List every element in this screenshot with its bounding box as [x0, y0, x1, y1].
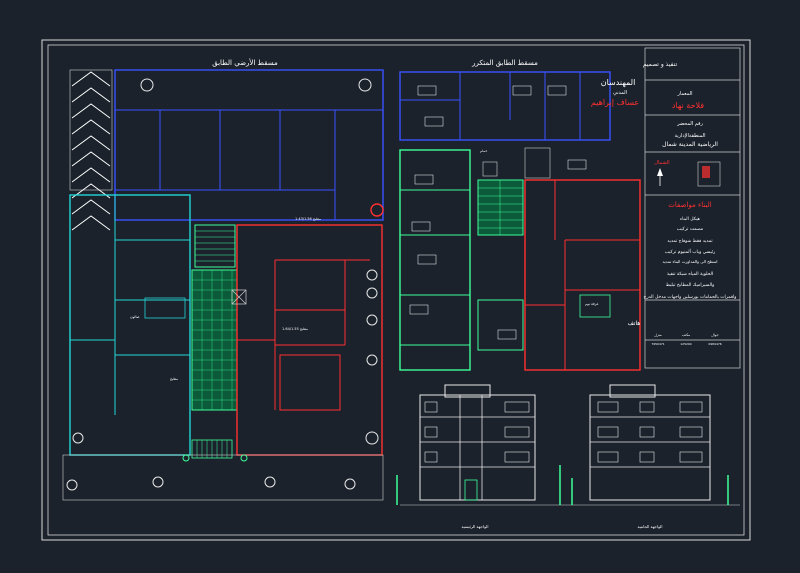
- tb-spec-line-5: اسطح الى والمداورت البناء تمديد: [662, 259, 717, 264]
- tb-city: الرياضية المدينة شمال: [662, 141, 718, 148]
- sheet-border-inner: [47, 44, 745, 536]
- tb-engineer: المهندسان: [601, 78, 636, 87]
- front-elevation[interactable]: الواجهة الرئيسية: [419, 384, 536, 529]
- tb-phone-h3: جوال: [711, 333, 719, 337]
- typical-floor-plan[interactable]: مسقط الطابق المتكرر: [399, 59, 641, 371]
- tb-spec-line-6: الحلوية المياه شبكة تنفيذ: [667, 271, 713, 277]
- tb-architect: المعمار: [676, 91, 692, 97]
- front-elevation-title: الواجهة الرئيسية: [461, 524, 488, 529]
- tb-spec-line-2: مصمت تركيب: [677, 226, 704, 232]
- ground-plan-title: مسقط الأرضي الطابق: [212, 58, 278, 67]
- ground-room-kitchen: مطبخ: [170, 377, 178, 381]
- tb-plot-no: رقم المحضر: [676, 121, 703, 127]
- tb-phone-label: هاتف: [628, 320, 641, 327]
- tb-zone: المنطقةالإدارية: [675, 133, 706, 139]
- tb-design: تنفيذ و تصميم: [643, 61, 678, 68]
- tb-spec-line-4: رئيسي وباب ألمنيوم تركيب: [665, 248, 716, 255]
- typical-stair: [477, 179, 524, 351]
- title-block[interactable]: تنفيذ و تصميم المهندسان المدني عساف إبرا…: [591, 47, 741, 369]
- tb-phone-v3: 0984476: [708, 342, 721, 346]
- ground-area-label-a: مطبخ 1.43/1.56: [295, 217, 321, 221]
- tb-note: واقمرات بالحمامات بورسلين واجهات مدخل ال…: [644, 295, 737, 300]
- key-plan: [697, 161, 721, 187]
- tb-phone-h2: مكتب: [682, 333, 690, 337]
- typical-room-bedroom: غرفة نوم: [585, 302, 599, 307]
- tb-architect-name: فلاحة نهاد: [672, 101, 704, 110]
- typical-plan-title: مسقط الطابق المتكرر: [471, 59, 538, 67]
- tb-spec-line-7: والسيراميك المطابخ تبليط: [666, 283, 715, 288]
- sheet-border-outer: [41, 39, 751, 541]
- side-elevation-title: الواجهة الجانبية: [637, 524, 662, 529]
- tb-engineer-name: عساف إبراهيم: [591, 98, 639, 108]
- tb-spec-title: البناء مواصفات: [668, 201, 712, 209]
- key-plan-highlight: [702, 166, 710, 178]
- north-arrow-icon: [657, 168, 663, 176]
- tb-spec-line-3: تمديد فقط شوفاج تمديد: [667, 239, 713, 244]
- tb-phone-v1: 7950471: [651, 342, 664, 346]
- tb-spec-line-1: هيكل البناء: [680, 216, 701, 222]
- ground-room-salon: صالون: [130, 315, 140, 319]
- ground-floor-plan[interactable]: مسقط الأرضي الطابق صالون: [62, 58, 384, 501]
- tb-north: الشمال: [654, 160, 669, 166]
- typical-room-bath: حمام: [480, 149, 487, 154]
- side-elevation[interactable]: الواجهة الجانبية: [589, 384, 711, 529]
- ground-stair-hall: [191, 224, 238, 459]
- tb-civil: المدني: [613, 90, 627, 96]
- tb-phone-h1: منزل: [654, 333, 662, 337]
- tb-phone-v2: 125294: [680, 342, 692, 346]
- ground-area-label-b: مطبخ 1.64/1.55: [282, 327, 308, 331]
